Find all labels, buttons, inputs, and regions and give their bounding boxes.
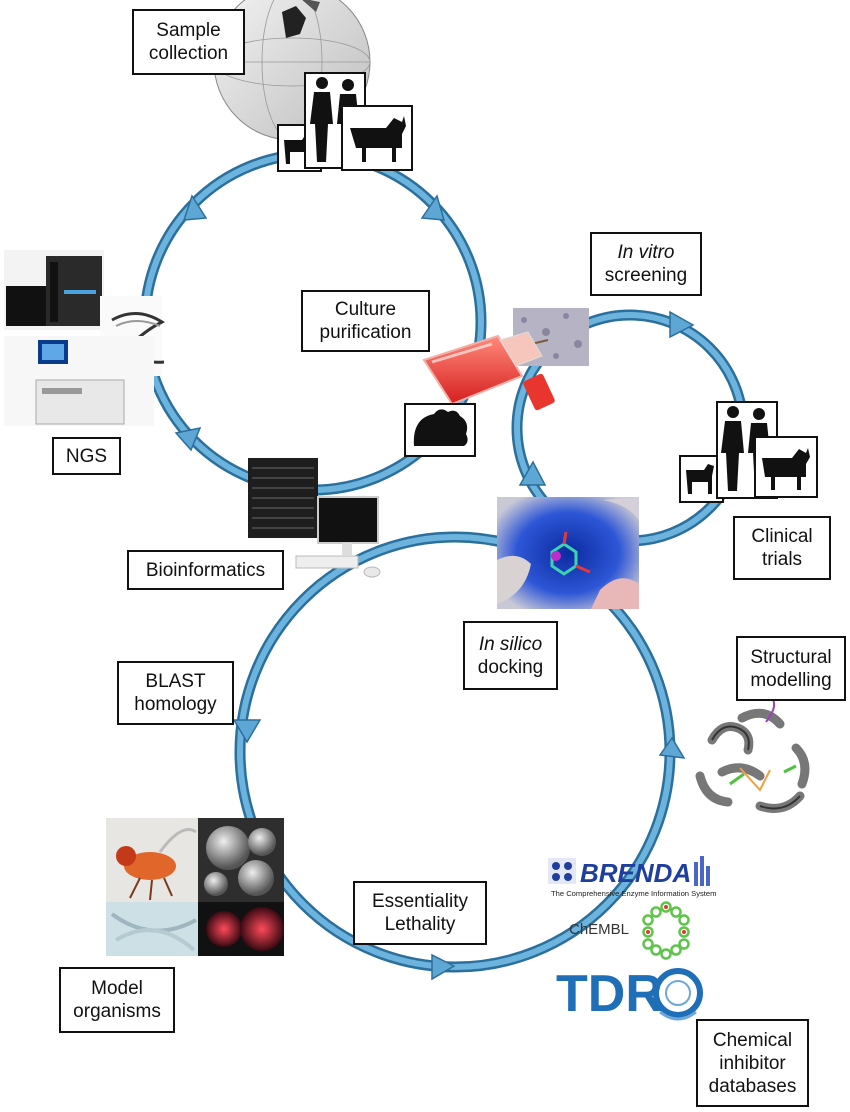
label-line: Clinical (751, 526, 813, 547)
blast-homology-label: BLAST homology (117, 661, 234, 725)
chemical-inhibitor-databases-label: Chemical inhibitor databases (696, 1019, 809, 1107)
label-line: trials (761, 549, 803, 570)
in-silico-docking-label: In silico docking (463, 621, 558, 690)
bioinformatics-computers-image (248, 458, 381, 578)
in-vitro-screening-label: In vitro screening (590, 232, 702, 296)
tdr-logo: TDR (556, 965, 703, 1023)
label-line: Lethality (384, 914, 456, 935)
label-line: Bioinformatics (145, 559, 266, 581)
ngs-label: NGS (52, 437, 121, 475)
model-organisms-label: Model organisms (59, 967, 175, 1033)
arrowhead-4 (669, 310, 695, 339)
essentiality-lethality-label: Essentiality Lethality (353, 881, 487, 945)
docking-image (497, 497, 639, 609)
label-line: purification (319, 322, 412, 343)
clinical-trials-label: Clinical trials (733, 516, 831, 580)
structural-modelling-label: Structural modelling (736, 636, 846, 701)
label-line: Sample (156, 20, 221, 41)
label-line: screening (604, 265, 688, 286)
label-line: collection (148, 43, 229, 64)
label-line: Culture (334, 299, 397, 320)
label-line: organisms (73, 1001, 161, 1022)
model-organisms-image (106, 818, 284, 956)
brenda-logo: BRENDA The Comprehensive Enzyme Informat… (548, 856, 716, 898)
label-line: Structural (750, 646, 832, 668)
culture-purification-label: Culture purification (301, 290, 430, 352)
arrowhead-8 (658, 736, 686, 759)
label-line: Essentiality (371, 891, 469, 912)
arrowhead-7 (431, 953, 456, 981)
label-line: Model (91, 978, 143, 999)
mouse-image (404, 403, 476, 457)
sample-collection-label: Sample collection (132, 9, 245, 75)
label-line: NGS (65, 445, 108, 467)
clinical-silhouettes (679, 401, 818, 503)
label-line: BLAST (145, 671, 206, 692)
label-line: databases (708, 1075, 797, 1097)
sample-silhouettes (277, 72, 413, 172)
arrowhead-2 (420, 194, 446, 221)
ngs-equipment-image (4, 250, 166, 426)
label-line: In silico (478, 633, 543, 655)
label-line: modelling (750, 669, 832, 691)
label-line: inhibitor (719, 1052, 786, 1074)
label-line: Chemical (712, 1029, 793, 1051)
label-line: homology (134, 694, 217, 715)
chembl-logo: ChEMBL (569, 901, 690, 960)
culture-flask-image (422, 331, 555, 411)
arrowhead-1 (182, 194, 208, 221)
arrowhead-5 (518, 460, 547, 486)
chembl-title: ChEMBL (569, 921, 629, 938)
cycle-arrowheads (174, 194, 695, 981)
brenda-subtitle: The Comprehensive Enzyme Information Sys… (551, 889, 716, 898)
arrowhead-6 (232, 719, 262, 744)
bioinformatics-label: Bioinformatics (127, 550, 284, 590)
label-line: docking (477, 656, 544, 678)
brenda-title: BRENDA (580, 858, 691, 888)
protein-structure-image (695, 695, 810, 813)
arrowhead-3 (174, 426, 202, 452)
tdr-title: TDR (556, 965, 663, 1023)
label-line: In vitro (617, 242, 675, 263)
